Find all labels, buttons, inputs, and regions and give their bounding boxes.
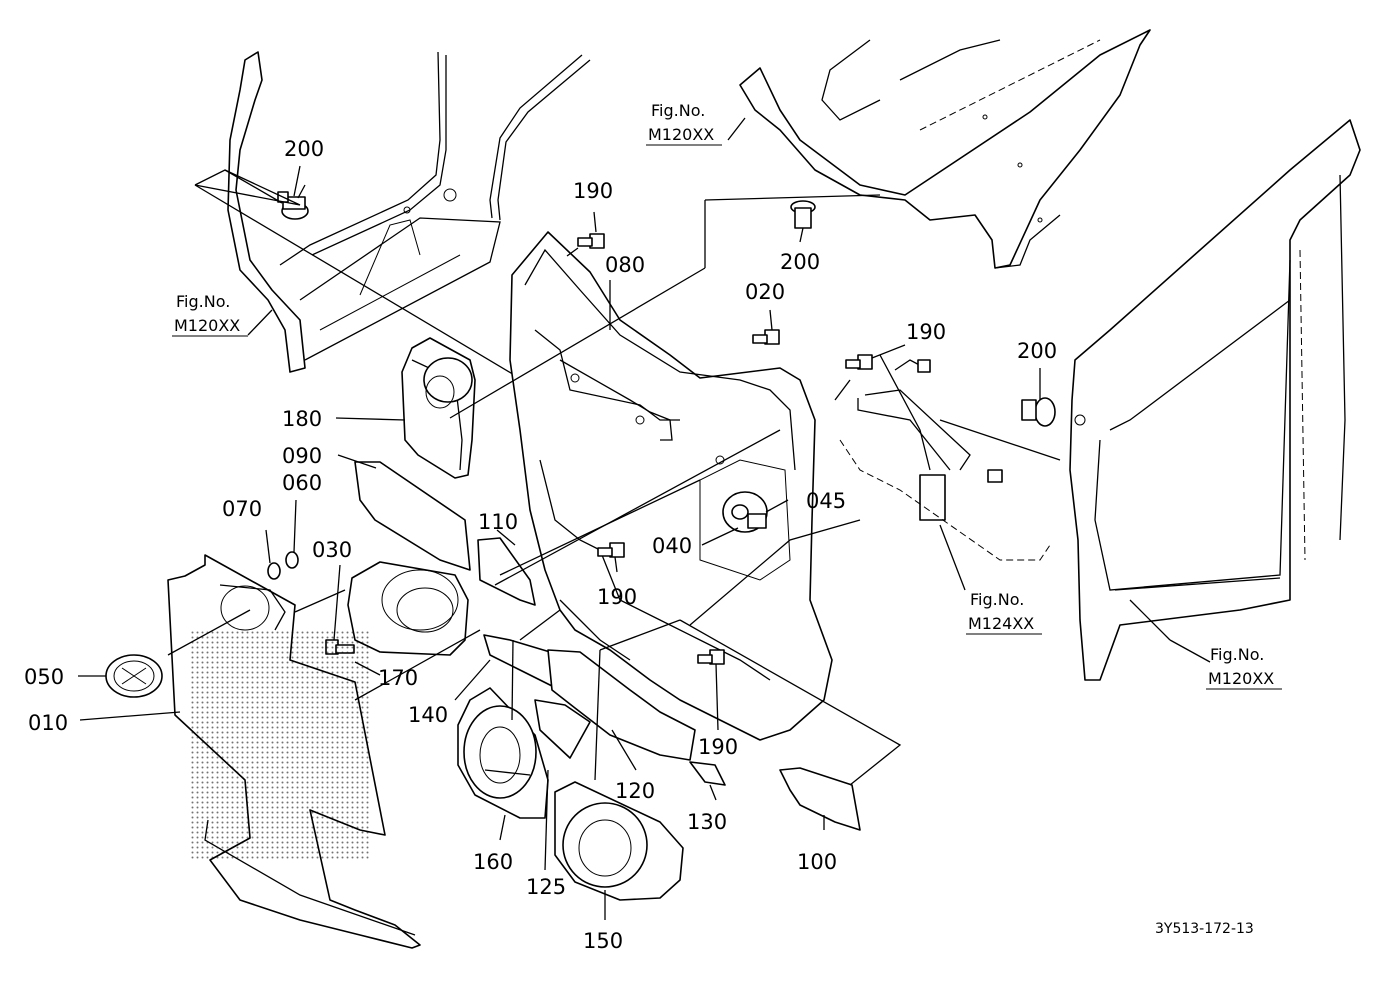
figure-ref-bottom-right: Fig.No. M120XX (1206, 645, 1282, 690)
bolt-200-left (277, 191, 309, 220)
figure-ref-code: M120XX (648, 125, 714, 144)
bolt-190-bottom (697, 649, 725, 665)
figure-ref-label: Fig.No. (1210, 645, 1264, 664)
callout-190: 190 (597, 585, 637, 609)
front-grille-010 (167, 554, 421, 949)
callout-190: 190 (698, 735, 738, 759)
figure-ref-code: M120XX (174, 316, 240, 335)
callout-040: 040 (652, 534, 692, 558)
callout-150: 150 (583, 929, 623, 953)
callout-190: 190 (573, 179, 613, 203)
callout-labels: 200 190 080 200 020 190 200 180 090 060 … (24, 137, 1057, 953)
figure-ref-middle-right: Fig.No. M124XX (966, 590, 1042, 635)
figure-ref-top-left: Fig.No. M120XX (172, 292, 248, 337)
washer-060 (285, 551, 299, 569)
callout-125: 125 (526, 875, 566, 899)
callout-045: 045 (806, 489, 846, 513)
grommet-040 (722, 491, 768, 533)
filter-090 (354, 461, 471, 571)
callout-060: 060 (282, 471, 322, 495)
filter-130 (689, 761, 726, 786)
cabin-side-panel-right (1069, 119, 1361, 681)
front-bezel-frame-080 (509, 231, 833, 741)
bolt-020 (752, 329, 780, 345)
filter-125 (534, 699, 591, 759)
callout-200: 200 (1017, 339, 1057, 363)
leader-lines (78, 117, 1211, 920)
callout-200: 200 (780, 250, 820, 274)
callout-120: 120 (615, 779, 655, 803)
bolt-190-top (577, 233, 605, 249)
lamp-unit-150 (554, 781, 684, 901)
callout-020: 020 (745, 280, 785, 304)
callout-160: 160 (473, 850, 513, 874)
figure-ref-code: M124XX (968, 614, 1034, 633)
figure-ref-top-center: Fig.No. M120XX (646, 101, 722, 146)
callout-070: 070 (222, 497, 262, 521)
lamp-lens-170 (347, 561, 469, 656)
callout-010: 010 (28, 711, 68, 735)
drawing-code: 3Y513-172-13 (1155, 921, 1254, 937)
callout-030: 030 (312, 538, 352, 562)
callout-130: 130 (687, 810, 727, 834)
callout-090: 090 (282, 444, 322, 468)
callout-170: 170 (378, 666, 418, 690)
filter-120 (547, 649, 696, 761)
filter-100 (779, 767, 861, 831)
washer-070 (267, 562, 281, 580)
figure-ref-label: Fig.No. (176, 292, 230, 311)
bolt-190-right (845, 354, 873, 370)
bracket-assembly (839, 354, 1051, 561)
figure-ref-code: M120XX (1208, 669, 1274, 688)
emblem-050 (105, 654, 163, 698)
callout-190: 190 (906, 320, 946, 344)
bolt-200-center (790, 200, 816, 229)
callout-110: 110 (478, 510, 518, 534)
cabin-roof (739, 29, 1151, 269)
callout-180: 180 (282, 407, 322, 431)
figure-ref-label: Fig.No. (970, 590, 1024, 609)
figure-ref-label: Fig.No. (651, 101, 705, 120)
lamp-unit-160 (457, 687, 549, 819)
callout-080: 080 (605, 253, 645, 277)
bolt-200-right (1021, 397, 1056, 427)
lamp-housing-180 (401, 337, 476, 479)
cabin-frame-left (227, 51, 591, 373)
callout-050: 050 (24, 665, 64, 689)
callout-100: 100 (797, 850, 837, 874)
bolt-190-middle (597, 542, 625, 558)
callout-200: 200 (284, 137, 324, 161)
callout-140: 140 (408, 703, 448, 727)
